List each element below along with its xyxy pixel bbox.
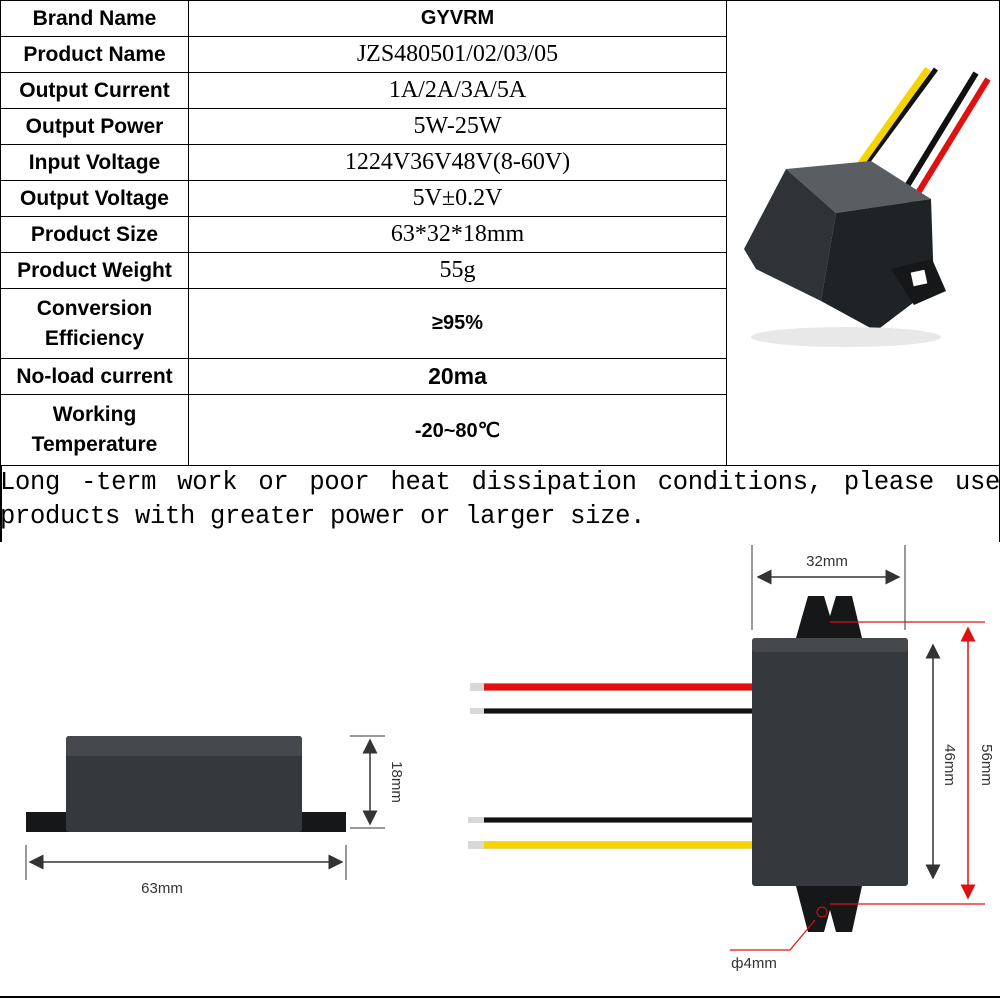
height-label: 18mm <box>388 761 405 803</box>
spec-label: Product Size <box>0 216 189 253</box>
spec-value: JZS480501/02/03/05 <box>188 36 727 73</box>
side-view <box>25 735 385 880</box>
usage-note: Long -term work or poor heat dissipation… <box>0 468 1000 531</box>
total-length-label: 56mm <box>978 744 995 786</box>
top-view <box>468 545 985 951</box>
spec-value: 20ma <box>188 358 727 395</box>
spec-value: ≥95% <box>188 288 727 359</box>
spec-label: Conversion Efficiency <box>0 288 189 359</box>
bottom-border <box>0 996 1000 998</box>
inner-length-label: 46mm <box>941 744 958 786</box>
spec-row: Conversion Efficiency≥95% <box>0 288 727 359</box>
spec-value: 55g <box>188 252 727 289</box>
product-photo <box>744 66 991 347</box>
spec-value: -20~80℃ <box>188 394 727 466</box>
spec-label: Output Voltage <box>0 180 189 217</box>
spec-value: 1224V36V48V(8-60V) <box>188 144 727 181</box>
spec-row: Working Temperature-20~80℃ <box>0 394 727 466</box>
spec-value: 63*32*18mm <box>188 216 727 253</box>
spec-label: Brand Name <box>0 0 189 37</box>
length-label: 63mm <box>141 880 183 897</box>
spec-label: Product Weight <box>0 252 189 289</box>
product-photo-cell <box>726 0 1000 466</box>
note-right-border <box>998 466 1000 542</box>
width-label: 32mm <box>806 553 848 570</box>
spec-value: 5W-25W <box>188 108 727 145</box>
spec-label: Input Voltage <box>0 144 189 181</box>
spec-label: Output Power <box>0 108 189 145</box>
hole-label: ф4mm <box>731 955 777 972</box>
note-left-border <box>0 466 2 542</box>
spec-value: GYVRM <box>188 0 727 37</box>
spec-label: Working Temperature <box>0 394 189 466</box>
spec-value: 1A/2A/3A/5A <box>188 72 727 109</box>
